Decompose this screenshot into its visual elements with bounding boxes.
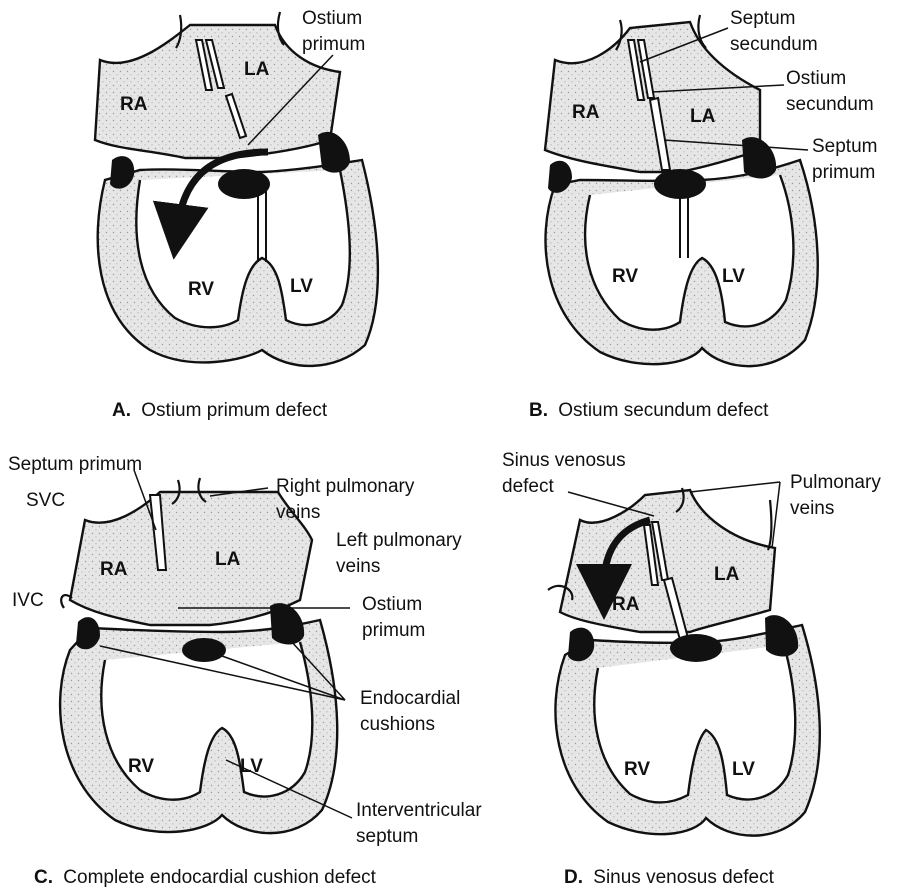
label-ostium-primum-a-1: Ostium [302,8,362,29]
label-septum-primum-b-2: primum [812,162,875,183]
caption-d-letter: D. [564,867,583,888]
label-endocardial-cushions-2: cushions [360,714,435,735]
label-ivc: IVC [12,590,44,611]
panel-c: Septum primum SVC IVC Right pulmonary ve… [8,454,482,888]
label-ostium-secundum-2: secundum [786,94,874,115]
chamber-lv-d: LV [732,759,755,780]
caption-c-text: Complete endocardial cushion defect [63,867,376,888]
chamber-ra-c: RA [100,559,128,580]
caption-a-letter: A. [112,400,131,421]
label-septum-primum-b-1: Septum [812,136,877,157]
pulmonary-leader-2 [772,482,780,548]
label-pulmonary-veins-1: Pulmonary [790,472,881,493]
label-svc: SVC [26,490,65,511]
label-septum-secundum-1: Septum [730,8,795,29]
endocardial-cushion-c [182,638,226,662]
label-right-pulmonary-1: Right pulmonary [276,476,415,497]
chamber-la-d: LA [714,564,740,585]
chamber-rv-b: RV [612,266,638,287]
label-interventricular-2: septum [356,826,418,847]
label-ostium-primum-c-2: primum [362,620,425,641]
caption-b-text: Ostium secundum defect [558,400,769,421]
caption-b: B. Ostium secundum defect [529,400,769,421]
chamber-rv-c: RV [128,756,154,777]
panel-a: Ostium primum RA LA RV LV A. Ostium prim… [95,8,378,421]
label-septum-primum-c: Septum primum [8,454,142,475]
atria-d [560,490,775,632]
chamber-rv-a: RV [188,279,214,300]
label-ostium-primum-a-2: primum [302,34,365,55]
chamber-lv-c: LV [240,756,263,777]
endocardial-cushion-a [218,169,270,199]
chamber-ra-d: RA [612,594,640,615]
label-ostium-secundum-1: Ostium [786,68,846,89]
label-septum-secundum-2: secundum [730,34,818,55]
label-pulmonary-veins-2: veins [790,498,834,519]
label-sinus-venosus-1: Sinus venosus [502,450,626,471]
label-sinus-venosus-2: defect [502,476,554,497]
label-right-pulmonary-2: veins [276,502,320,523]
label-endocardial-cushions-1: Endocardial [360,688,460,709]
label-interventricular-1: Interventricular [356,800,482,821]
caption-d: D. Sinus venosus defect [564,867,775,888]
caption-b-letter: B. [529,400,548,421]
caption-d-text: Sinus venosus defect [593,867,774,888]
chamber-la-a: LA [244,59,270,80]
chamber-la-c: LA [215,549,241,570]
panel-b: Septum secundum Ostium secundum Septum p… [529,8,877,421]
endocardial-cushion-b [654,169,706,199]
caption-c-letter: C. [34,867,53,888]
endocardial-cushion-d [670,634,722,662]
chamber-ra-a: RA [120,94,148,115]
label-ostium-primum-c-1: Ostium [362,594,422,615]
chamber-rv-d: RV [624,759,650,780]
chamber-lv-b: LV [722,266,745,287]
caption-a: A. Ostium primum defect [112,400,328,421]
chamber-la-b: LA [690,106,716,127]
chamber-lv-a: LV [290,276,313,297]
caption-a-text: Ostium primum defect [141,400,328,421]
label-left-pulmonary-2: veins [336,556,380,577]
chamber-ra-b: RA [572,102,600,123]
caption-c: C. Complete endocardial cushion defect [34,867,377,888]
panel-d: Sinus venosus defect Pulmonary veins RA … [502,450,881,888]
pulmonary-leader-1 [690,482,780,492]
label-left-pulmonary-1: Left pulmonary [336,530,462,551]
